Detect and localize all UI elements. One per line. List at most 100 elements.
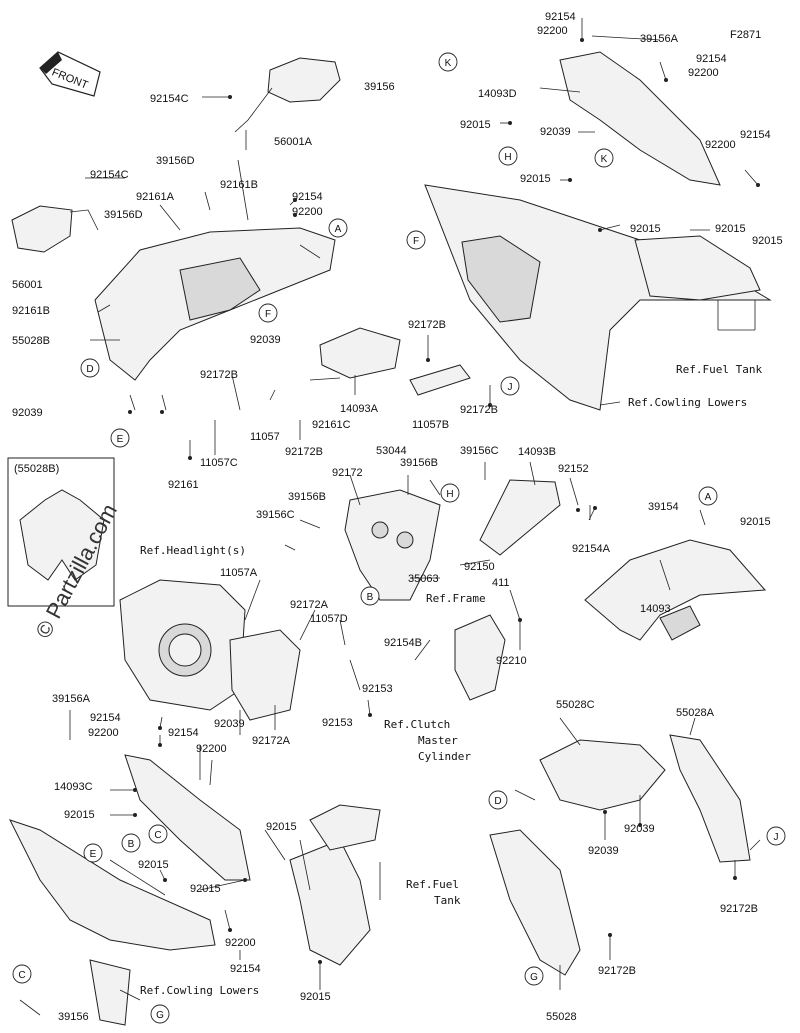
part-label: 39156 bbox=[58, 1011, 89, 1023]
inner-cover-55028C bbox=[539, 739, 666, 811]
part-label: 92154B bbox=[384, 637, 422, 649]
part-label: 56001 bbox=[12, 279, 43, 291]
marker-circle: B bbox=[121, 833, 141, 853]
center-bracket bbox=[344, 489, 441, 601]
part-label: 55028A bbox=[676, 707, 715, 719]
part-label: 55028 bbox=[546, 1011, 577, 1023]
mirror-left bbox=[11, 205, 73, 253]
svg-text:H: H bbox=[446, 489, 453, 500]
side-cowl-right bbox=[424, 184, 772, 411]
panel-14093D bbox=[559, 51, 721, 186]
ref-label: Master bbox=[418, 734, 458, 747]
part-label: 92152 bbox=[558, 463, 589, 475]
part-label: 92172B bbox=[460, 404, 498, 416]
ref-label: Ref.Headlight(s) bbox=[140, 544, 246, 557]
part-label: 14093A bbox=[340, 403, 379, 415]
part-label: 92172 bbox=[332, 467, 363, 479]
part-label: 92039 bbox=[12, 407, 43, 419]
windscreen-14093 bbox=[584, 539, 767, 641]
duct-14093B bbox=[479, 479, 561, 556]
lower-cowl-left bbox=[9, 819, 216, 951]
part-label: 92039 bbox=[250, 334, 281, 346]
part-label: 92172A bbox=[290, 599, 329, 611]
part-label: 92200 bbox=[705, 139, 736, 151]
svg-text:K: K bbox=[601, 154, 608, 165]
marker-circle: F bbox=[406, 230, 426, 250]
svg-text:D: D bbox=[494, 796, 501, 807]
svg-text:H: H bbox=[504, 152, 511, 163]
part-label: 35063 bbox=[408, 573, 439, 585]
marker-circle: D bbox=[80, 358, 100, 378]
part-label: 92153 bbox=[322, 717, 353, 729]
marker-circle: K bbox=[438, 52, 458, 72]
leader-lines bbox=[19, 18, 761, 1016]
part-label: 39156 bbox=[364, 81, 395, 93]
part-label: 92161 bbox=[168, 479, 199, 491]
part-label: 92200 bbox=[292, 206, 323, 218]
bracket-11057A bbox=[229, 629, 301, 721]
marker-circle: A bbox=[328, 218, 348, 238]
part-label: 92210 bbox=[496, 655, 527, 667]
marker-circle: E bbox=[110, 428, 130, 448]
marker-circle: A bbox=[698, 486, 718, 506]
part-label: 11057C bbox=[200, 457, 238, 469]
part-label: 92154 bbox=[292, 191, 323, 203]
part-label: 14093C bbox=[54, 781, 93, 793]
part-label: 92154 bbox=[230, 963, 261, 975]
part-label: 92172A bbox=[252, 735, 291, 747]
marker-circle: H bbox=[498, 146, 518, 166]
part-label: 92200 bbox=[688, 67, 719, 79]
marker-circle: C bbox=[148, 824, 168, 844]
ref-label: Cylinder bbox=[418, 750, 471, 763]
svg-text:F: F bbox=[413, 236, 419, 247]
marker-circle: F bbox=[258, 303, 278, 323]
svg-text:E: E bbox=[117, 434, 124, 445]
part-label: 92172B bbox=[408, 319, 446, 331]
part-label: 14093D bbox=[478, 88, 517, 100]
part-label: 92200 bbox=[88, 727, 119, 739]
svg-text:J: J bbox=[508, 382, 513, 393]
ref-label: Ref.Fuel bbox=[406, 878, 459, 891]
part-label: 92015 bbox=[190, 883, 221, 895]
ref-labels: Ref.Fuel Tank Ref.Cowling Lowers Ref.Hea… bbox=[140, 363, 762, 997]
part-label: 92154 bbox=[696, 53, 727, 65]
svg-text:C: C bbox=[154, 830, 161, 841]
marker-circle: H bbox=[440, 483, 460, 503]
ref-label: Ref.Clutch bbox=[384, 718, 450, 731]
part-label: 39156D bbox=[156, 155, 195, 167]
part-label: 92150 bbox=[464, 561, 495, 573]
part-label: 92172B bbox=[200, 369, 238, 381]
part-label: 92161A bbox=[136, 191, 175, 203]
part-label: 92153 bbox=[362, 683, 393, 695]
part-label: 92161B bbox=[220, 179, 258, 191]
circle-markers: K H K A F F D E J H B A C B E D J G C G bbox=[12, 52, 786, 1024]
part-label: 92154A bbox=[572, 543, 611, 555]
part-label: 11057D bbox=[310, 613, 348, 625]
part-label: 92039 bbox=[540, 126, 571, 138]
svg-text:G: G bbox=[156, 1010, 164, 1021]
marker-circle: D bbox=[488, 790, 508, 810]
marker-circle: E bbox=[83, 843, 103, 863]
part-label: 39156A bbox=[52, 693, 91, 705]
part-label: 39156B bbox=[288, 491, 326, 503]
part-label: 11057 bbox=[250, 431, 280, 443]
part-label: 92039 bbox=[214, 718, 245, 730]
svg-text:K: K bbox=[445, 58, 452, 69]
part-label: 92200 bbox=[225, 937, 256, 949]
part-label: 55028C bbox=[556, 699, 595, 711]
panel-14093A bbox=[319, 327, 401, 379]
part-label: 92161B bbox=[12, 305, 50, 317]
part-label: 92172B bbox=[598, 965, 636, 977]
part-label: 92015 bbox=[64, 809, 95, 821]
part-label: 92015 bbox=[740, 516, 771, 528]
part-label: 92154 bbox=[90, 712, 121, 724]
ref-label: Ref.Cowling Lowers bbox=[140, 984, 259, 997]
ref-label: Ref.Cowling Lowers bbox=[628, 396, 747, 409]
marker-circle: G bbox=[524, 966, 544, 986]
part-label: 92039 bbox=[624, 823, 655, 835]
part-label: 39156C bbox=[256, 509, 295, 521]
part-label: 92154 bbox=[740, 129, 771, 141]
part-label: 11057B bbox=[412, 419, 449, 431]
svg-text:E: E bbox=[90, 849, 97, 860]
ref-label: Ref.Fuel Tank bbox=[676, 363, 762, 376]
